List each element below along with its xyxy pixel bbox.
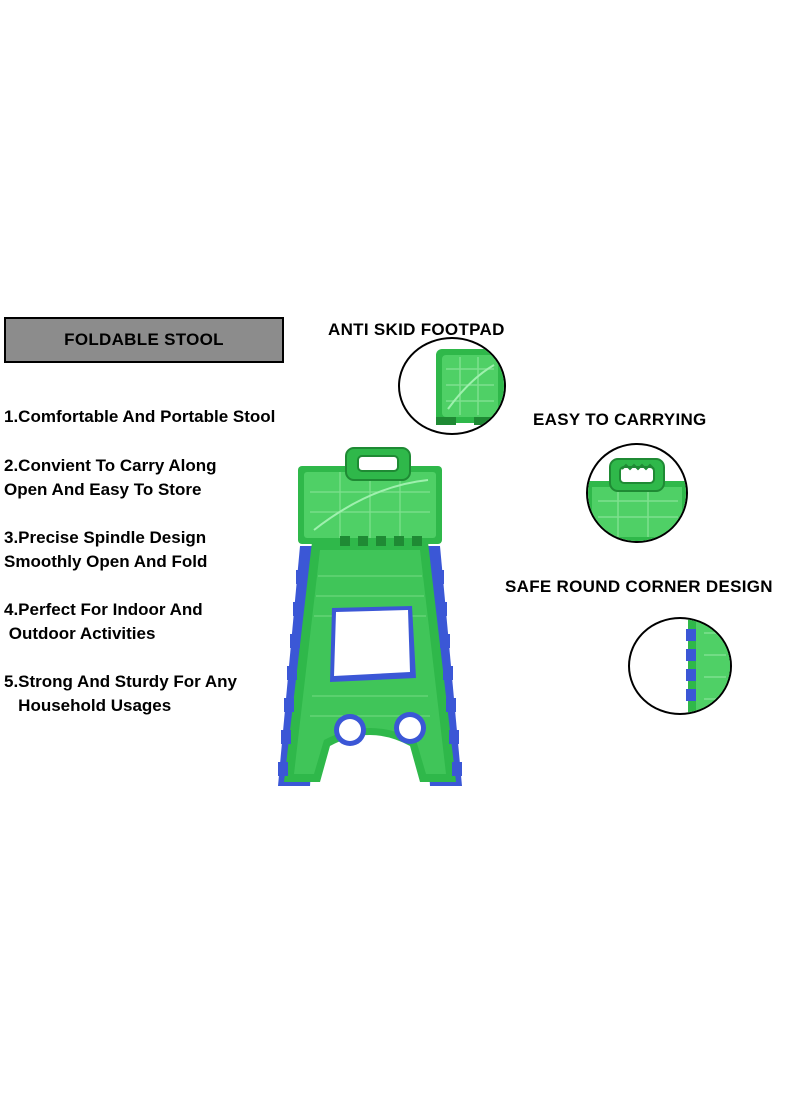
feature-item-4: 4.Perfect For Indoor And Outdoor Activit…: [4, 598, 203, 646]
foldable-stool-image: [270, 446, 470, 792]
callout-anti-skid-footpad: ANTI SKID FOOTPAD: [328, 320, 505, 339]
feature-item-5: 5.Strong And Sturdy For Any Household Us…: [4, 670, 237, 718]
handle-closeup-image: [586, 443, 688, 543]
page-title: FOLDABLE STOOL: [64, 330, 224, 349]
feature-line: Smoothly Open And Fold: [4, 552, 208, 571]
feature-item-2: 2.Convient To Carry Along Open And Easy …: [4, 454, 217, 502]
title-box: FOLDABLE STOOL: [4, 317, 284, 363]
feature-item-3: 3.Precise Spindle Design Smoothly Open A…: [4, 526, 207, 574]
callout-easy-carrying: EASY TO CARRYING: [533, 410, 707, 429]
footpad-closeup-image: [398, 337, 506, 435]
feature-item-1: 1.Comfortable And Portable Stool: [4, 405, 275, 429]
feature-line: Household Usages: [4, 696, 172, 715]
callout-safe-round-corner: SAFE ROUND CORNER DESIGN: [505, 577, 773, 596]
corner-closeup-image: [628, 617, 732, 715]
feature-line: Outdoor Activities: [4, 624, 156, 643]
feature-line: 2.Convient To Carry Along: [4, 456, 217, 475]
feature-line: Open And Easy To Store: [4, 480, 202, 499]
feature-line: 1.Comfortable And Portable Stool: [4, 407, 276, 426]
feature-line: 5.Strong And Sturdy For Any: [4, 672, 237, 691]
feature-line: 4.Perfect For Indoor And: [4, 600, 203, 619]
feature-line: 3.Precise Spindle Design: [4, 528, 207, 547]
